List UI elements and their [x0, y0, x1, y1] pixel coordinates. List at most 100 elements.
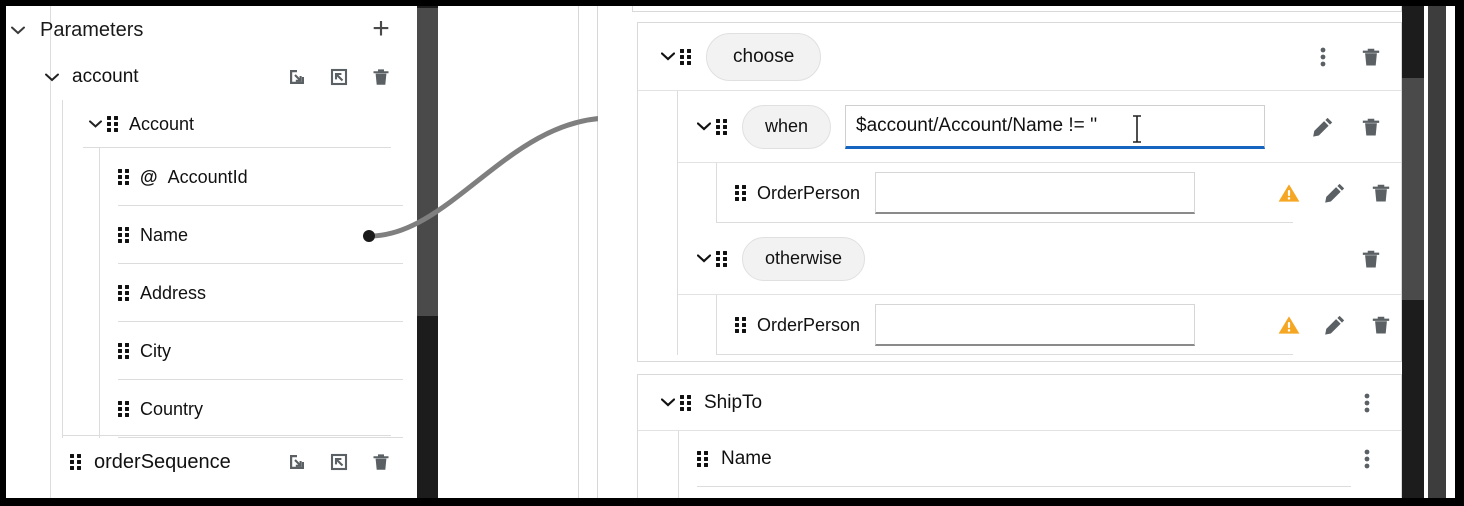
- list-item[interactable]: City: [100, 322, 417, 380]
- frame-top: [0, 0, 1464, 6]
- drag-handle-icon[interactable]: [697, 451, 709, 467]
- edit-icon[interactable]: [1323, 181, 1347, 205]
- orderperson-row-when[interactable]: OrderPerson: [716, 163, 1401, 223]
- chevron-down-icon[interactable]: [692, 254, 716, 263]
- kebab-icon[interactable]: [1355, 391, 1379, 415]
- frame-bottom: [0, 498, 1464, 506]
- orderperson-row-otherwise[interactable]: OrderPerson: [716, 295, 1401, 355]
- when-pill[interactable]: when: [742, 104, 832, 149]
- orderperson-actions: [1277, 181, 1393, 205]
- parameter-name: orderSequence: [94, 450, 231, 473]
- list-item[interactable]: Name: [100, 206, 417, 264]
- chevron-down-icon[interactable]: [6, 26, 30, 35]
- parameter-actions: [285, 450, 393, 474]
- choose-block: choose: [637, 22, 1402, 362]
- drag-handle-icon[interactable]: [716, 118, 728, 135]
- orderperson-value-input[interactable]: [875, 304, 1195, 346]
- field-label: Name: [721, 448, 772, 469]
- text-cursor-icon: [1133, 114, 1142, 143]
- scrollbar-right-outer[interactable]: [1428, 6, 1446, 498]
- kebab-icon[interactable]: [1355, 447, 1379, 471]
- when-expression-input[interactable]: $account/Account/Name != '': [845, 104, 1266, 149]
- drag-handle-icon[interactable]: [118, 227, 130, 243]
- edit-icon[interactable]: [1323, 313, 1347, 337]
- warning-icon[interactable]: [1277, 313, 1301, 337]
- chevron-down-icon[interactable]: [83, 120, 107, 128]
- delete-icon[interactable]: [1359, 247, 1383, 271]
- drag-handle-icon[interactable]: [118, 169, 130, 185]
- otherwise-row-actions: [1359, 247, 1383, 271]
- drag-handle-icon[interactable]: [107, 116, 119, 132]
- parameter-root-ordersequence[interactable]: orderSequence: [50, 436, 417, 488]
- list-item[interactable]: Country: [100, 380, 417, 438]
- field-label: OrderPerson: [757, 314, 861, 335]
- tree-children: @ AccountId Name Address City: [99, 148, 417, 438]
- shipto-header-row[interactable]: ShipTo: [638, 375, 1401, 431]
- drag-handle-icon[interactable]: [118, 285, 130, 301]
- drag-handle-icon[interactable]: [118, 401, 130, 417]
- kebab-icon[interactable]: [1311, 45, 1335, 69]
- export-icon[interactable]: [327, 450, 351, 474]
- warning-icon[interactable]: [1277, 181, 1301, 205]
- canvas-rule-b: [597, 0, 598, 506]
- frame-left: [0, 0, 6, 506]
- parameter-actions: [285, 65, 393, 89]
- scrollbar-right[interactable]: [1402, 6, 1424, 498]
- previous-card-stub: [632, 6, 1402, 12]
- orderperson-value-input[interactable]: [875, 172, 1195, 214]
- when-row[interactable]: when $account/Account/Name != '': [678, 91, 1401, 163]
- delete-icon[interactable]: [369, 65, 393, 89]
- field-label: Address: [140, 282, 207, 303]
- chevron-down-icon[interactable]: [692, 122, 716, 131]
- attribute-marker-icon: @: [140, 166, 158, 187]
- choose-pill[interactable]: choose: [706, 32, 822, 81]
- export-icon[interactable]: [327, 65, 351, 89]
- chevron-down-icon[interactable]: [656, 398, 680, 407]
- when-expression-value: $account/Account/Name != '': [856, 114, 1098, 136]
- otherwise-row[interactable]: otherwise: [678, 223, 1401, 295]
- shipto-label: ShipTo: [704, 391, 763, 413]
- add-parameter-button[interactable]: +: [372, 12, 390, 45]
- drag-handle-icon[interactable]: [716, 250, 728, 267]
- tree-node-account[interactable]: Account: [63, 100, 417, 148]
- drag-handle-icon[interactable]: [118, 343, 130, 359]
- scrollbar-left[interactable]: [417, 6, 438, 498]
- otherwise-pill[interactable]: otherwise: [742, 236, 866, 281]
- choose-row-actions: [1311, 45, 1383, 69]
- choose-header-row[interactable]: choose: [638, 23, 1401, 91]
- shipto-child-name[interactable]: Name: [678, 431, 1401, 487]
- shipto-block: ShipTo Name Address: [637, 374, 1402, 498]
- drag-handle-icon[interactable]: [735, 317, 747, 333]
- chevron-down-icon[interactable]: [40, 73, 64, 82]
- delete-icon[interactable]: [369, 450, 393, 474]
- scrollbar-left-thumb[interactable]: [417, 8, 438, 316]
- scrollbar-right-thumb[interactable]: [1402, 78, 1424, 300]
- drag-handle-icon[interactable]: [70, 454, 82, 470]
- panel-left-rule: [50, 6, 51, 498]
- chevron-down-icon[interactable]: [656, 52, 680, 61]
- edit-icon[interactable]: [1311, 115, 1335, 139]
- delete-icon[interactable]: [1359, 115, 1383, 139]
- divider: [62, 435, 391, 436]
- field-label: Country: [140, 398, 204, 419]
- import-icon[interactable]: [285, 65, 309, 89]
- connection-source-dot: [363, 230, 375, 242]
- orderperson-actions: [1277, 313, 1393, 337]
- drag-handle-icon[interactable]: [680, 394, 692, 411]
- drag-handle-icon[interactable]: [735, 185, 747, 201]
- canvas-rule-a: [578, 0, 579, 506]
- field-label: AccountId: [167, 166, 248, 187]
- delete-icon[interactable]: [1369, 313, 1393, 337]
- target-structure-panel: choose: [598, 6, 1402, 498]
- page-title: Parameters: [40, 18, 144, 41]
- import-icon[interactable]: [285, 450, 309, 474]
- field-label: OrderPerson: [757, 182, 861, 203]
- delete-icon[interactable]: [1369, 181, 1393, 205]
- drag-handle-icon[interactable]: [680, 48, 692, 65]
- list-item[interactable]: Address: [100, 264, 417, 322]
- delete-icon[interactable]: [1359, 45, 1383, 69]
- parameter-root-account[interactable]: account: [6, 54, 417, 100]
- list-item[interactable]: @ AccountId: [100, 148, 417, 206]
- shipto-child-address[interactable]: Address: [678, 487, 1401, 498]
